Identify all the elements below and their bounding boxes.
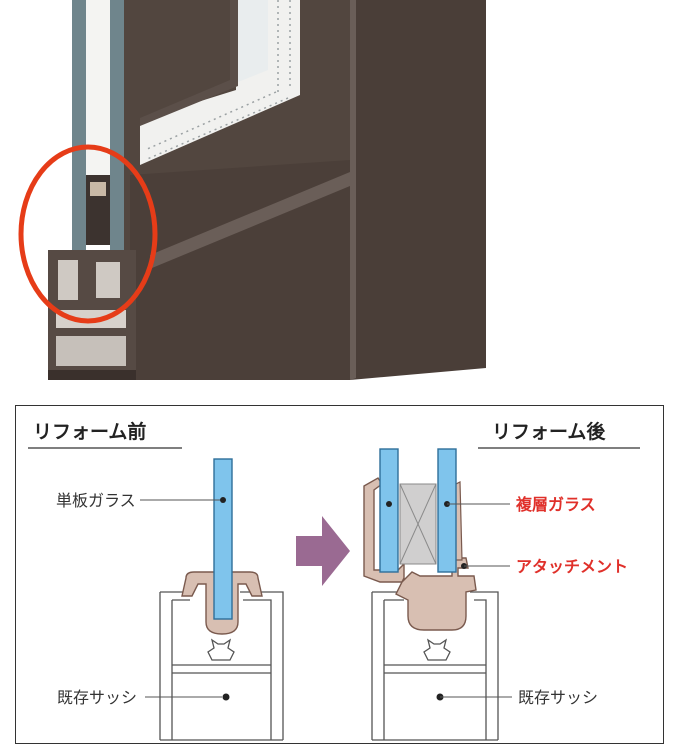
spacer-label [90, 182, 106, 196]
after-glass-right [437, 448, 457, 573]
before-existing-sash [159, 591, 284, 741]
after-attachment-label: アタッチメント [516, 557, 628, 576]
before-sash-label: 既存サッシ [57, 688, 137, 707]
profile-slot-2 [96, 262, 120, 298]
frame-inner-edge [140, 0, 238, 126]
before-single-glass [213, 458, 233, 620]
after-glass-left [379, 448, 399, 573]
frame-right-panel [350, 0, 486, 380]
before-glazing-bead [181, 571, 263, 635]
frame-face-lower [130, 160, 350, 380]
sash-right-bar [110, 0, 124, 270]
after-existing-sash [371, 591, 499, 741]
gasket-dots [144, 0, 291, 161]
sash-left-bar [72, 0, 86, 270]
glass-pane [238, 0, 268, 82]
after-spacer-cross-1 [399, 483, 437, 565]
profile-slot-1 [58, 260, 78, 300]
after-spacer [399, 483, 437, 565]
before-glass-label: 単板ガラス [56, 491, 136, 510]
highlight-circle [18, 144, 158, 324]
after-spacer-cross-2 [399, 483, 437, 565]
after-glass-dot-right [444, 501, 450, 507]
after-attachment [363, 477, 477, 631]
frame-ridge [150, 172, 350, 268]
after-glass-label: 複層ガラス [515, 495, 596, 514]
after-attachment-dot [461, 563, 467, 569]
transition-arrow [296, 516, 350, 586]
before-glass-dot [220, 497, 226, 503]
before-heading: リフォーム前 [33, 420, 146, 443]
frame-right-edge [350, 0, 356, 380]
after-attachment-right-clip [451, 481, 463, 561]
after-heading: リフォーム後 [492, 420, 606, 443]
after-glass-dot-left [386, 501, 392, 507]
after-sash-label: 既存サッシ [518, 688, 598, 707]
profile-base [48, 370, 136, 380]
diagram-border [15, 405, 664, 744]
profile-slot-4 [56, 336, 126, 366]
window-frame-photo [18, 0, 486, 380]
